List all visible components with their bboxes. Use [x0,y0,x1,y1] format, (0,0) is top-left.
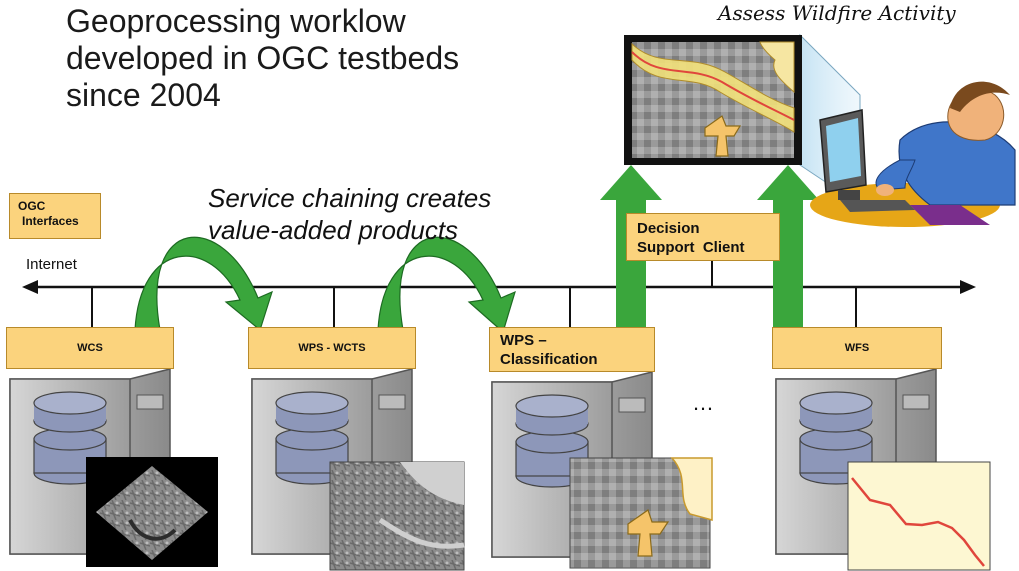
more-services-ellipsis: … [692,390,714,415]
slide-title-line: developed in OGC testbeds [66,40,460,76]
chain-arrow-wcs-to-wcts [134,236,273,332]
operator-at-computer-illustration [810,81,1016,227]
service-chaining-caption: Service chaining creates value-added pro… [208,182,491,246]
chain-arrow-wcts-to-classification [377,236,516,334]
classification-pixel-image-thumbnail [569,457,713,569]
wfs-label: WFS [844,342,870,354]
service-chaining-caption-line: Service chaining creates [208,183,492,213]
slide-title: Geoprocessing worklow developed in OGC t… [66,3,459,114]
wfs-interface-box: WFS [772,327,942,369]
wps-classification-label-line: Classification [500,351,598,368]
wcs-raw-image-thumbnail [86,457,218,567]
wildfire-map-display [624,35,802,165]
ogc-legend-line: Interfaces [22,214,79,228]
assess-wildfire-label: Assess Wildfire Activity [718,1,956,25]
wps-classification-interface-box: WPS – Classification [489,327,655,372]
wps-wcts-aerial-image-thumbnail [329,461,465,571]
slide-title-line: Geoprocessing worklow [66,3,406,39]
decision-support-client-label-line: Decision [637,220,700,237]
service-chaining-caption-line: value-added products [208,215,459,245]
decision-support-client-label-line: Support Client [637,239,745,256]
ogc-interfaces-legend: OGC Interfaces [9,193,101,239]
wps-classification-label-line: WPS – [500,332,547,349]
arrow-classification-to-display [600,165,662,328]
wfs-fire-line-thumbnail [847,461,991,571]
slide-title-line: since 2004 [66,77,221,113]
wps-wcts-label: WPS - WCTS [298,342,366,354]
wcs-label: WCS [77,342,103,354]
internet-backbone [22,261,976,327]
ogc-legend-line: OGC [18,199,46,213]
wcs-interface-box: WCS [6,327,174,369]
decision-support-client-box: Decision Support Client [626,213,780,261]
internet-label: Internet [26,256,77,273]
wps-wcts-interface-box: WPS - WCTS [248,327,416,369]
